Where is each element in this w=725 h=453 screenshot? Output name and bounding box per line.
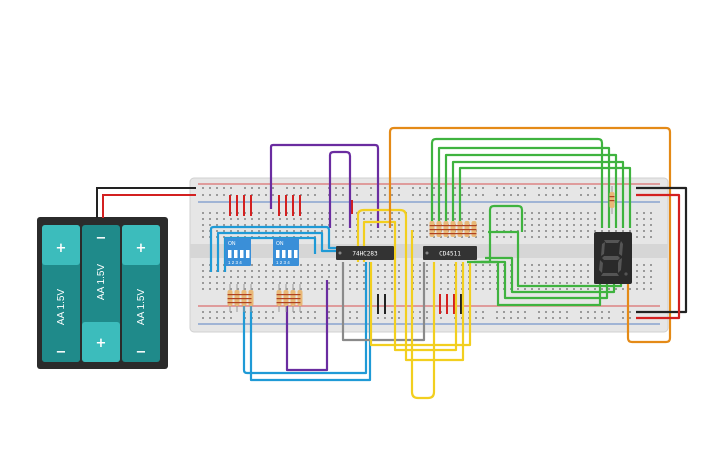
display-decimal-point bbox=[624, 272, 628, 276]
wire-green-8[interactable] bbox=[481, 260, 609, 300]
resistors-middle bbox=[276, 284, 303, 312]
wire-yellow-2[interactable] bbox=[362, 220, 458, 352]
wire-green-2[interactable] bbox=[437, 146, 611, 228]
wire-blue-1[interactable] bbox=[209, 225, 338, 272]
dip-switch-2[interactable]: ON 1 2 3 4 bbox=[273, 238, 299, 266]
cell-3-bottom-sign: − bbox=[136, 345, 147, 360]
wire-orange[interactable] bbox=[388, 126, 672, 344]
chip-74hc283-label: 74HC283 bbox=[352, 251, 378, 258]
display-digit: 8 bbox=[0, 0, 9, 4]
wires bbox=[209, 126, 688, 400]
wire-yellow-1[interactable] bbox=[356, 208, 465, 362]
wire-green-4[interactable] bbox=[451, 160, 625, 228]
wire-blue-2[interactable] bbox=[216, 231, 338, 272]
wire-green-1[interactable] bbox=[430, 137, 604, 228]
dip-1-on-label: ON bbox=[228, 241, 236, 247]
wire-green-5[interactable] bbox=[458, 166, 632, 228]
cell-3-top-sign: + bbox=[136, 241, 147, 256]
display-segments bbox=[599, 240, 623, 276]
battery-cell-1: + − AA 1.5V bbox=[42, 225, 80, 362]
wire-yellow-3[interactable] bbox=[369, 262, 472, 347]
dip-switch-1[interactable]: ON 1 2 3 4 bbox=[225, 238, 251, 266]
wire-green-9[interactable] bbox=[485, 256, 616, 294]
wire-green-10[interactable] bbox=[488, 230, 623, 288]
resistors-display bbox=[429, 221, 477, 237]
wire-black-right[interactable] bbox=[636, 186, 688, 314]
rail-jumpers-red bbox=[229, 195, 455, 314]
cell-1-bottom-sign: − bbox=[56, 345, 67, 360]
battery-negative-wire[interactable] bbox=[96, 187, 196, 218]
seven-segment-display: 8 bbox=[0, 0, 632, 284]
wire-purple-top[interactable] bbox=[269, 143, 380, 228]
wire-green-6[interactable] bbox=[467, 204, 524, 264]
cell-2-bottom-sign: + bbox=[96, 336, 107, 351]
battery-cell-3: + − AA 1.5V bbox=[122, 225, 160, 362]
wire-red-right[interactable] bbox=[636, 193, 681, 320]
resistor-display-common bbox=[609, 186, 615, 214]
chip-cd4511[interactable]: CD4511 bbox=[423, 246, 477, 260]
wire-blue-4[interactable] bbox=[242, 262, 368, 375]
cell-1-label: AA 1.5V bbox=[56, 289, 67, 325]
battery-positive-wire[interactable] bbox=[102, 194, 196, 218]
resistors-left bbox=[227, 284, 254, 312]
chip-cd4511-label: CD4511 bbox=[439, 251, 461, 258]
cell-3-label: AA 1.5V bbox=[136, 289, 147, 325]
wire-purple-bottom[interactable] bbox=[285, 280, 329, 372]
cell-2-top-sign: − bbox=[96, 231, 107, 246]
dip-2-numbers: 1 2 3 4 bbox=[276, 260, 290, 265]
dip-2-on-label: ON bbox=[276, 241, 284, 247]
wire-gray[interactable] bbox=[341, 262, 426, 342]
cell-2-label: AA 1.5V bbox=[96, 264, 107, 300]
wire-green-3[interactable] bbox=[444, 153, 618, 228]
rail-jumpers-black bbox=[377, 294, 462, 314]
battery-pack: + − AA 1.5V − + AA 1.5V + − AA 1.5V bbox=[37, 217, 168, 369]
dip-1-numbers: 1 2 3 4 bbox=[228, 260, 242, 265]
battery-cell-2: − + AA 1.5V bbox=[82, 225, 120, 362]
chip-74hc283[interactable]: 74HC283 bbox=[336, 246, 394, 260]
cell-1-top-sign: + bbox=[56, 241, 67, 256]
wire-yellow-4[interactable] bbox=[410, 230, 436, 400]
wire-purple-mid[interactable] bbox=[328, 150, 352, 228]
